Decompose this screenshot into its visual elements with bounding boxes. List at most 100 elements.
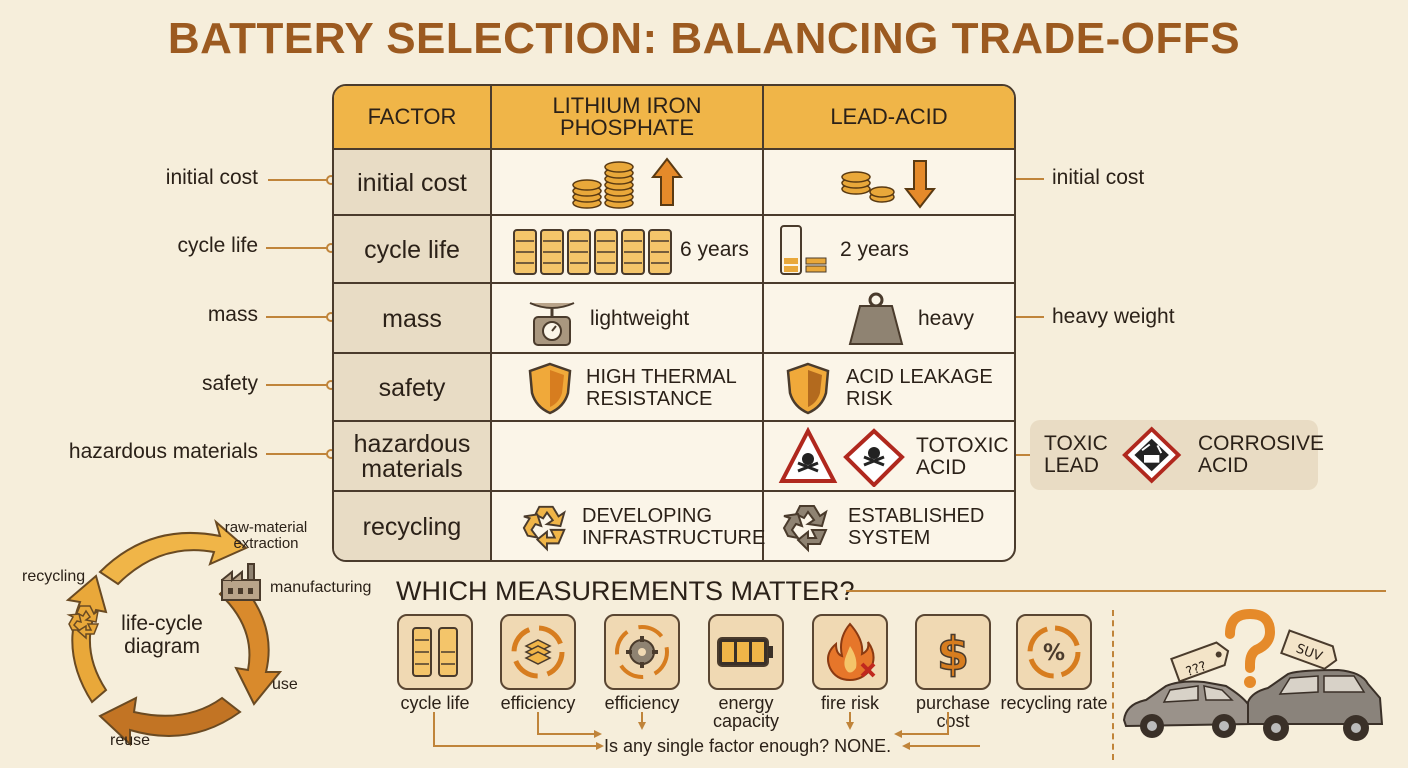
lead-hazard-value: TOTOXIC ACID xyxy=(916,434,1009,479)
lead-recycling-cell: ESTABLISHED SYSTEM xyxy=(764,492,1014,560)
lead-cycle-value: 2 years xyxy=(840,238,909,261)
cars-illustration: ??? SUV xyxy=(1122,608,1384,741)
battery-low-icon xyxy=(780,225,827,275)
sedan-icon xyxy=(1122,680,1252,738)
table-row: mass lightweight heavy xyxy=(334,282,1014,354)
lead-recycling-value: ESTABLISHED SYSTEM xyxy=(848,505,985,549)
left-label-safety: safety xyxy=(201,372,258,395)
stage-manufacturing: manufacturing xyxy=(270,579,372,596)
stage-reuse: reuse xyxy=(110,732,151,749)
tile-efficiency-1 xyxy=(500,614,576,690)
recycle-icon xyxy=(782,505,828,553)
right-label-heavy-weight: heavy weight xyxy=(1052,305,1175,328)
tag-left-text: ??? xyxy=(1184,659,1209,680)
factor-cell: hazardous materials xyxy=(334,422,492,492)
question-text: Is any single factor enough? NONE. xyxy=(604,736,892,756)
lead-cost-cell xyxy=(764,150,1014,216)
stage-recycling: recycling xyxy=(22,568,86,585)
lead-hazard-cell: TOTOXIC ACID xyxy=(764,422,1014,492)
lfp-cost-cell xyxy=(492,150,764,216)
percent-cycle-icon: % xyxy=(1027,625,1081,679)
battery-pair-icon xyxy=(412,627,458,677)
left-label-hazardous-materials: hazardous materials xyxy=(68,440,258,463)
lfp-hazard-cell xyxy=(492,422,764,492)
factor-label: hazardous materials xyxy=(353,430,471,483)
coins-stack-icon xyxy=(572,157,684,209)
table-row: recycling DEVELOPING INFRASTRUCTURE ESTA… xyxy=(334,490,1014,560)
dollar-icon: $ xyxy=(936,626,970,682)
life-cycle-diagram xyxy=(65,519,283,747)
measure-label-efficiency-1: efficiency xyxy=(500,693,576,713)
connector-line xyxy=(266,247,330,249)
tile-fire-risk xyxy=(812,614,888,690)
lead-safety-value: ACID LEAKAGE RISK xyxy=(846,366,993,410)
battery-stack-icon xyxy=(513,229,672,275)
measure-label-energy-capacity: energy capacity xyxy=(712,693,780,731)
left-label-initial-cost: initial cost xyxy=(165,166,258,189)
layers-cycle-icon xyxy=(511,625,565,679)
gear-cycle-icon xyxy=(615,625,669,679)
corrosive-icon xyxy=(1121,426,1181,484)
table-row: safety HIGH THERMAL RESISTANCE ACID LEAK… xyxy=(334,352,1014,422)
suv-icon xyxy=(1247,668,1384,741)
toxic-lead-label: TOXIC LEAD xyxy=(1044,432,1108,477)
table-row: cycle life 6 years xyxy=(334,214,1014,284)
table-row: hazardous materials TOTOXIC ACID xyxy=(334,420,1014,492)
table-row: initial cost xyxy=(334,148,1014,216)
left-label-mass: mass xyxy=(207,303,258,326)
lead-mass-value: heavy xyxy=(918,307,975,330)
svg-text:%: % xyxy=(1043,641,1065,666)
shield-icon xyxy=(786,362,830,415)
stage-raw-material: raw-material extraction xyxy=(224,519,308,552)
connector-line xyxy=(1014,316,1044,318)
factor-cell: mass xyxy=(334,284,492,354)
connector-line xyxy=(266,384,330,386)
measurements-divider xyxy=(846,590,1386,592)
connector-line xyxy=(1014,178,1044,180)
table-header-row: FACTOR LITHIUM IRON PHOSPHATE LEAD-ACID xyxy=(334,86,1014,148)
tile-efficiency-2 xyxy=(604,614,680,690)
tile-purchase-cost: $ xyxy=(915,614,991,690)
header-lfp: LITHIUM IRON PHOSPHATE xyxy=(552,93,702,140)
lfp-recycling-cell: DEVELOPING INFRASTRUCTURE xyxy=(492,492,766,560)
connector-line xyxy=(268,179,330,181)
factor-label: initial cost xyxy=(357,168,467,197)
recycle-icon xyxy=(522,505,566,552)
lead-cycle-cell: 2 years xyxy=(764,216,1014,284)
hazard-signs-icon xyxy=(778,427,905,487)
hazard-box: TOXIC LEAD CORROSIVE ACID xyxy=(1030,420,1325,490)
coins-small-icon xyxy=(841,160,937,209)
connector-line xyxy=(266,316,330,318)
tile-energy-capacity xyxy=(708,614,784,690)
weight-icon xyxy=(848,292,904,345)
question-mark-icon xyxy=(1225,608,1276,688)
corrosive-acid-label: CORROSIVE ACID xyxy=(1198,432,1325,477)
tile-cycle-life xyxy=(397,614,473,690)
scale-icon xyxy=(529,302,575,346)
measure-label-purchase-cost: purchase cost xyxy=(915,693,991,731)
lfp-mass-value: lightweight xyxy=(590,307,690,330)
factor-label: safety xyxy=(378,373,446,402)
comparison-table: FACTOR LITHIUM IRON PHOSPHATE LEAD-ACID … xyxy=(332,84,1016,562)
factory-icon xyxy=(221,563,261,601)
dashed-divider xyxy=(1112,610,1114,760)
header-factor-cell: FACTOR xyxy=(334,86,492,148)
measure-label-cycle-life: cycle life xyxy=(400,693,470,713)
lead-safety-cell: ACID LEAKAGE RISK xyxy=(764,354,1014,422)
measure-label-fire-risk: fire risk xyxy=(821,693,879,713)
lifecycle-center-label: life-cycle diagram xyxy=(121,612,203,658)
stage-use: use xyxy=(272,676,298,693)
price-tag-left xyxy=(1170,641,1230,683)
lfp-cycle-cell: 6 years xyxy=(492,216,764,284)
factor-cell: cycle life xyxy=(334,216,492,284)
factor-label: cycle life xyxy=(364,235,460,264)
header-lead-cell: LEAD-ACID xyxy=(764,86,1014,148)
header-lfp-cell: LITHIUM IRON PHOSPHATE xyxy=(492,86,764,148)
factor-label: mass xyxy=(382,304,442,333)
header-factor: FACTOR xyxy=(367,104,457,129)
factor-cell: initial cost xyxy=(334,150,492,216)
lfp-safety-cell: HIGH THERMAL RESISTANCE xyxy=(492,354,764,422)
lfp-recycling-value: DEVELOPING INFRASTRUCTURE xyxy=(582,505,766,549)
factor-cell: safety xyxy=(334,354,492,422)
lfp-mass-cell: lightweight xyxy=(492,284,764,354)
